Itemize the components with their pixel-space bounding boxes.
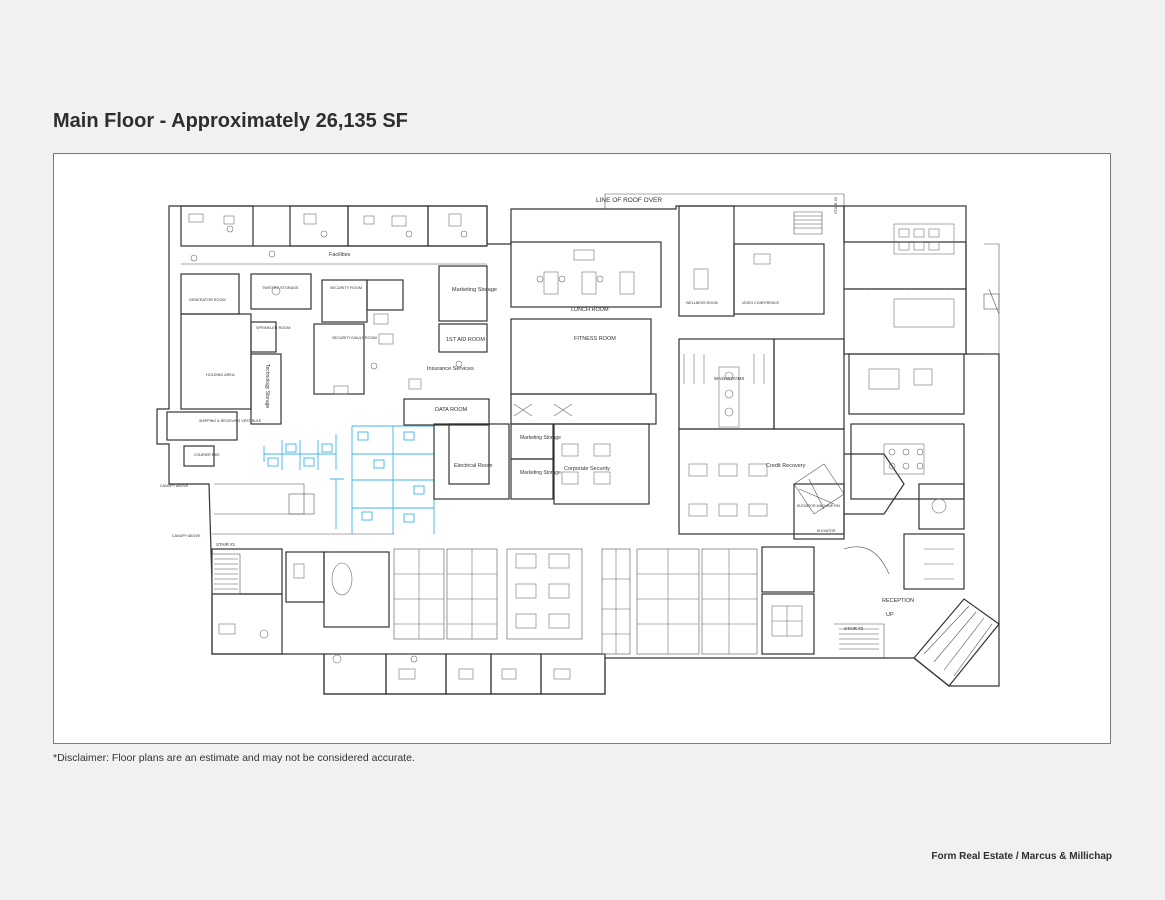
floor-plan-drawing: LINE OF ROOF OVER GENERATOR ROOM TWISTED… <box>156 193 1000 695</box>
label-sprinkler-room: SPRINKLER ROOM <box>256 326 290 330</box>
label-elevator: ELEVATOR <box>817 529 836 533</box>
label-corporate-security: Corporate Security <box>564 466 610 472</box>
label-marketing-storage-3: Marketing Storage <box>520 470 561 476</box>
footer-credit: Form Real Estate / Marcus & Millichap <box>931 851 1112 862</box>
label-wellness-room: WELLNESS ROOM <box>686 301 718 305</box>
label-facilities: Facilities <box>329 252 351 258</box>
label-insurance-services: Insurance Services <box>427 366 474 372</box>
label-fitness-room: FITNESS ROOM <box>574 336 616 342</box>
label-elevator-machine: ELEVATOR MACHINE RM <box>797 504 840 508</box>
label-stair-2: STAIR #2 <box>844 626 864 631</box>
label-marketing-storage-2: Marketing Storage <box>520 435 561 441</box>
east-wing <box>793 205 1000 687</box>
label-stair-top: STAIR #2 <box>833 196 838 214</box>
central-rooms <box>433 241 662 505</box>
page-title: Main Floor - Approximately 26,135 SF <box>53 110 408 132</box>
label-technology-storage: Technology Storage <box>264 364 270 408</box>
room-labels: LINE OF ROOF OVER GENERATOR ROOM TWISTED… <box>160 196 914 631</box>
label-holding-area: HOLDING AREA <box>206 373 235 377</box>
label-security-room: SECURITY ROOM <box>330 286 362 290</box>
label-generator-room: GENERATOR ROOM <box>189 298 226 302</box>
label-roof-note: LINE OF ROOF OVER <box>596 197 662 204</box>
label-marketing-storage-1: Marketing Storage <box>452 287 497 293</box>
highlighted-workstations <box>263 425 435 534</box>
label-data-room: DATA ROOM <box>435 407 468 413</box>
label-reception: RECEPTION <box>882 598 914 604</box>
label-washrooms: WASHROOMS <box>714 376 744 381</box>
northwest-offices <box>166 205 490 485</box>
floor-plan-frame: LINE OF ROOF OVER GENERATOR ROOM TWISTED… <box>53 153 1111 744</box>
label-stair-1: STAIR #1 <box>216 542 236 547</box>
label-twisted-storage: TWISTED STORAGE <box>262 286 299 290</box>
label-electrical-room: Electrical Room <box>454 463 493 469</box>
label-first-aid: 1ST AID ROOM <box>446 337 485 343</box>
southwest-offices <box>211 483 606 695</box>
label-canopy-2: CANOPY ABOVE <box>172 534 201 538</box>
label-up: UP <box>886 612 894 618</box>
label-canopy-1: CANOPY ABOVE <box>160 484 189 488</box>
disclaimer-text: *Disclaimer: Floor plans are an estimate… <box>53 752 415 764</box>
central-workstations <box>393 548 758 655</box>
label-video-conference: VIDEO CONFERENCE <box>742 301 780 305</box>
label-courier-bike: COURIER BIKE <box>194 453 220 457</box>
label-security-vault: SECURITY/VAULT ROOM <box>332 336 377 340</box>
label-shipping-receiving: SHIPPING & RECEIVING VESTIBULE <box>199 419 262 423</box>
label-lunch-room: LUNCH ROOM <box>571 307 609 313</box>
east-center-rooms <box>678 205 905 655</box>
label-credit-recovery: Credit Recovery <box>766 463 806 469</box>
